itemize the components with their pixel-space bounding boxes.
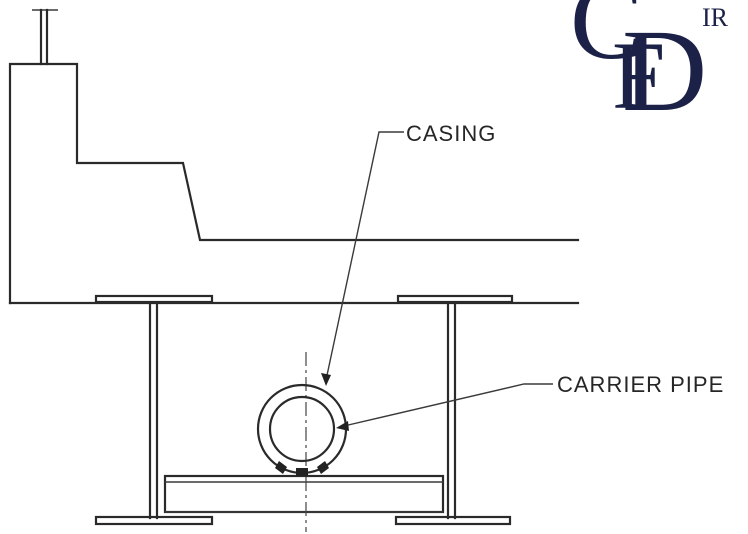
company-logo: C D F IR	[570, 0, 729, 136]
carrier-pipe-ring	[268, 395, 336, 463]
casing-leader	[321, 131, 404, 386]
top-flange-left	[94, 294, 214, 304]
abutment-profile	[8, 62, 580, 305]
carrier-pipe-leader	[336, 383, 553, 431]
top-post	[32, 8, 58, 66]
casing-label: CASING	[406, 121, 496, 146]
bottom-flange-left	[94, 515, 214, 526]
carrier-pipe-label: CARRIER PIPE	[557, 372, 724, 397]
top-flange-right	[396, 294, 514, 304]
casing-ring	[256, 383, 348, 475]
support-plate	[163, 474, 445, 514]
logo-partial-text: IR	[702, 3, 729, 32]
logo-letter-f: F	[612, 22, 665, 129]
left-beam-web	[148, 301, 159, 520]
logo-letter-d: D	[622, 5, 707, 136]
logo-letter-c: C	[570, 0, 643, 82]
casing-spacers	[275, 461, 329, 476]
bottom-flange-right	[394, 515, 512, 526]
right-beam-web	[446, 301, 457, 520]
